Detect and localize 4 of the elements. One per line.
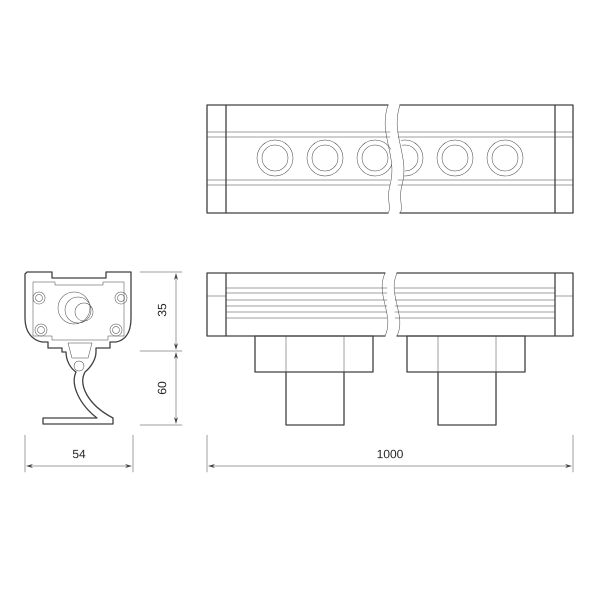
dimension-label: 1000 [378,450,403,458]
dimension-label: 35 [158,304,166,316]
dimension-label: 54 [72,450,86,458]
dimension-label: 60 [158,382,166,394]
